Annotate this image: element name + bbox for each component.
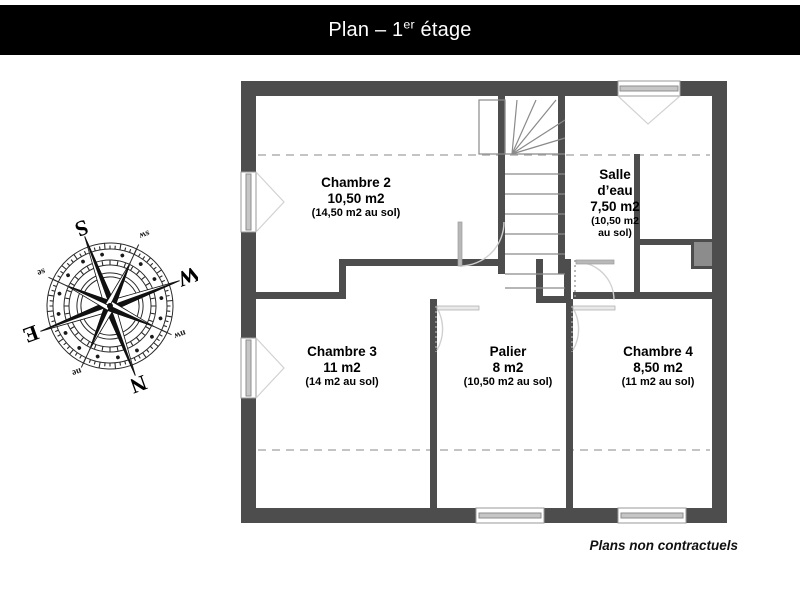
wall-closet-left [536,259,543,303]
wall-palier-chambre4 [566,299,573,508]
room-label-chambre3: Chambre 3 11 m2 (14 m2 au sol) [254,344,430,389]
room-label-chambre4: Chambre 4 8,50 m2 (11 m2 au sol) [578,344,738,389]
stair-winders [511,99,566,155]
wall-salledeau-shelf [634,239,712,245]
compass-label-se: se [36,265,47,277]
room-floor-area-chambre4: (11 m2 au sol) [621,375,695,388]
room-floor-area-salledeau-line2: au sol) [598,227,632,240]
wall-stair-right [558,96,565,274]
page-title-superscript: er [403,16,415,31]
room-name-chambre2: Chambre 2 [321,175,391,190]
interior-walls [256,96,712,508]
page-title-prefix: Plan – 1 [328,18,404,41]
wall-stair-left [498,96,505,274]
room-name-chambre3: Chambre 3 [307,344,377,359]
room-floor-area-chambre3: (14 m2 au sol) [305,375,379,388]
room-area-chambre2: 10,50 m2 [327,190,385,206]
page-title: Plan – 1er étage [328,16,472,42]
compass-label-nw: nw [172,327,187,341]
compass-rose: ne se sw nw N S E W [22,218,198,394]
roof-slope-lines [258,154,710,451]
room-area-salledeau: 7,50 m2 [590,198,640,214]
windows [240,80,687,524]
room-name-chambre4: Chambre 4 [623,344,693,359]
room-label-salledeau: Salle d’eau 7,50 m2 (10,50 m2 au sol) [572,167,658,240]
doors [435,221,616,352]
title-bar: Plan – 1er étage [0,5,800,55]
window-chambre3-left [240,337,285,399]
wall-salledeau-partition [634,154,640,299]
room-floor-area-palier: (10,50 m2 au sol) [463,375,553,388]
wall-mid-step [339,259,346,299]
door-chambre4 [571,305,616,352]
exterior-wall-left [241,81,256,523]
disclaimer-note: Plans non contractuels [589,538,738,553]
page-title-suffix: étage [414,18,472,41]
room-name-salledeau-line2: d’eau [597,182,633,198]
floor-plan-drawing [236,76,732,532]
window-palier-bottom [475,507,545,524]
wall-salledeau-bottom [573,292,712,299]
salledeau-fixture [694,242,712,266]
door-salledeau [574,259,615,301]
wall-chambre3-palier [430,299,437,508]
room-floor-area-chambre2: (14,50 m2 au sol) [311,206,401,219]
window-chambre4-bottom [617,507,687,524]
room-area-palier: 8 m2 [492,359,524,375]
stair-landing [478,99,506,155]
room-label-chambre2: Chambre 2 10,50 m2 (14,50 m2 au sol) [268,175,444,220]
compass-label-west: W [174,261,198,292]
compass-label-south: S [72,218,92,242]
exterior-wall-top [241,81,727,96]
compass-label-north: N [127,370,151,394]
staircase [478,99,566,289]
wall-mid-left-low [256,292,346,299]
room-name-salledeau-line1: Salle [599,167,631,182]
room-name-palier: Palier [489,344,527,359]
room-area-chambre4: 8,50 m2 [633,359,683,375]
window-chambre2-left [240,171,285,233]
compass-label-sw: sw [137,227,150,240]
compass-label-east: E [22,320,42,349]
wall-closet-right [564,259,571,303]
wall-mid-upper [339,259,505,266]
room-area-chambre3: 11 m2 [323,359,361,375]
door-chambre2 [457,221,505,267]
window-salledeau-top [617,80,681,125]
compass-label-ne: ne [70,365,82,378]
room-floor-area-salledeau-line1: (10,50 m2 [591,214,639,227]
exterior-wall-right [712,81,727,523]
door-chambre3 [435,305,480,352]
room-label-palier: Palier 8 m2 (10,50 m2 au sol) [432,344,584,389]
wall-closet-bottom [536,296,571,303]
